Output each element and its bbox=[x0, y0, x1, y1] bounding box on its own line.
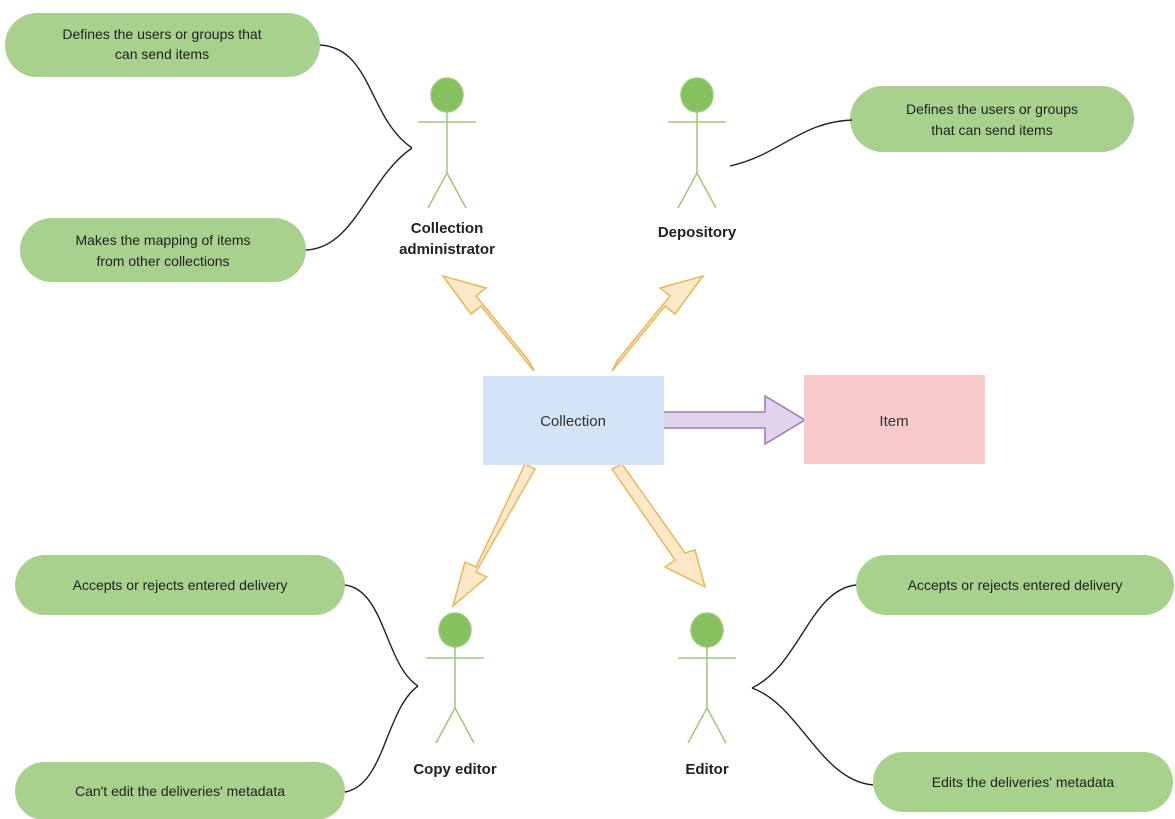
connector-curve bbox=[751, 687, 874, 786]
note-bubble bbox=[873, 752, 1173, 812]
note-text-line2: from other collections bbox=[96, 253, 229, 269]
actor-leg-right bbox=[454, 707, 475, 744]
actor-head bbox=[430, 77, 464, 113]
connector-curve bbox=[319, 44, 413, 149]
connector-curve bbox=[305, 147, 413, 251]
note-admin-defines-users: Defines the users or groups that can sen… bbox=[5, 13, 320, 77]
actor-label: Copy editor bbox=[413, 761, 496, 778]
actor-icon bbox=[426, 612, 484, 744]
note-admin-mapping-items: Makes the mapping of items from other co… bbox=[20, 218, 306, 282]
actor-icon bbox=[668, 77, 726, 209]
actor-head bbox=[438, 612, 472, 648]
actor-collection-administrator: Collection administrator bbox=[399, 77, 495, 258]
note-bubble bbox=[856, 555, 1174, 615]
actor-leg-left bbox=[435, 707, 456, 744]
note-editor-edits-metadata: Edits the deliveries' metadata bbox=[873, 752, 1173, 812]
note-depository-defines-users: Defines the users or groups that can sen… bbox=[850, 86, 1134, 152]
note-text-line1: Makes the mapping of items bbox=[75, 232, 250, 248]
note-bubble bbox=[15, 762, 345, 819]
actor-copy-editor: Copy editor bbox=[413, 612, 497, 778]
note-text-line1: Defines the users or groups bbox=[906, 101, 1078, 117]
actor-icon bbox=[678, 612, 736, 744]
collection-box: Collection bbox=[483, 376, 664, 465]
arrow-to-editor bbox=[610, 463, 707, 589]
note-copy-editor-accepts: Accepts or rejects entered delivery bbox=[15, 555, 345, 615]
actor-label-line1: Collection bbox=[411, 220, 484, 237]
note-text-line2: that can send items bbox=[931, 122, 1052, 138]
actor-label-line2: administrator bbox=[399, 241, 495, 258]
actor-icon bbox=[418, 77, 476, 209]
connectors bbox=[305, 44, 874, 793]
note-text-line1: Edits the deliveries' metadata bbox=[932, 774, 1115, 790]
collection-label: Collection bbox=[540, 413, 606, 430]
arrow-to-item bbox=[662, 394, 807, 446]
item-box: Item bbox=[804, 375, 985, 464]
note-copy-editor-cant-edit: Can't edit the deliveries' metadata bbox=[15, 762, 345, 819]
actor-leg-right bbox=[696, 172, 717, 209]
actor-depository: Depository bbox=[658, 77, 737, 241]
actor-head bbox=[690, 612, 724, 648]
actor-leg-right bbox=[706, 707, 727, 744]
block-arrows bbox=[441, 274, 807, 609]
actor-editor: Editor bbox=[678, 612, 736, 778]
arrow-to-copy-editor bbox=[451, 462, 537, 609]
note-text-line1: Defines the users or groups that bbox=[62, 26, 261, 42]
collection-box-rect bbox=[483, 376, 664, 465]
note-editor-accepts: Accepts or rejects entered delivery bbox=[856, 555, 1174, 615]
note-text-line1: Can't edit the deliveries' metadata bbox=[75, 783, 285, 799]
arrow-to-depository bbox=[611, 274, 705, 372]
note-bubble bbox=[20, 218, 306, 282]
actor-leg-right bbox=[446, 172, 467, 209]
actor-leg-left bbox=[427, 172, 448, 209]
actor-leg-left bbox=[687, 707, 708, 744]
note-bubble bbox=[850, 86, 1134, 152]
connector-curve bbox=[344, 685, 419, 793]
connector-curve bbox=[751, 584, 857, 689]
note-text-line1: Accepts or rejects entered delivery bbox=[73, 577, 288, 593]
connector-curve bbox=[729, 119, 853, 167]
actor-label: Editor bbox=[685, 761, 728, 778]
arrow-to-collection-administrator bbox=[441, 274, 535, 372]
actor-label: Depository bbox=[658, 224, 737, 241]
actor-leg-left bbox=[677, 172, 698, 209]
note-text-line1: Accepts or rejects entered delivery bbox=[908, 577, 1123, 593]
note-bubble bbox=[5, 13, 320, 77]
note-text-line2: can send items bbox=[115, 46, 209, 62]
item-label: Item bbox=[879, 413, 908, 430]
actor-head bbox=[680, 77, 714, 113]
item-box-rect bbox=[804, 375, 985, 464]
connector-curve bbox=[344, 584, 419, 687]
note-bubble bbox=[15, 555, 345, 615]
